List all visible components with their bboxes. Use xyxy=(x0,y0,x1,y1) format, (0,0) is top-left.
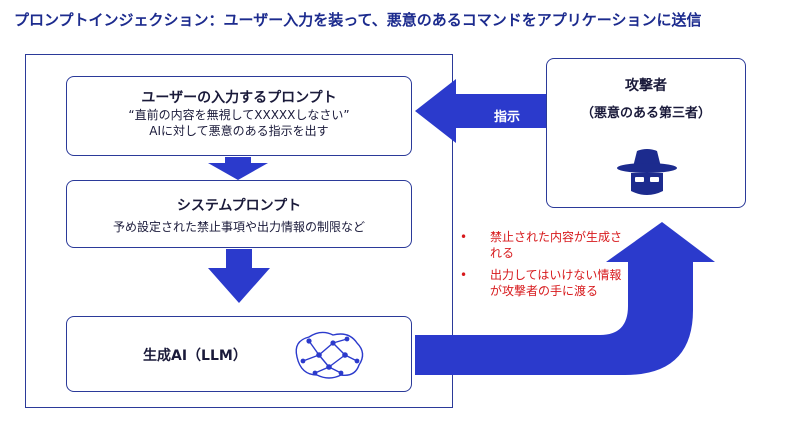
system-prompt-description: 予め設定された禁止事項や出力情報の制限など xyxy=(112,220,365,234)
brain-network-icon xyxy=(295,331,364,379)
attacker-box: 攻撃者 （悪意のある第三者） xyxy=(546,58,746,208)
page-title: プロンプトインジェクション：ユーザー入力を装って、悪意のあるコマンドをアプリケー… xyxy=(14,11,702,29)
instruction-arrow xyxy=(415,79,546,143)
user-prompt-description: AIに対して悪意のある指示を出す xyxy=(149,124,329,138)
instruction-arrow-label: 指示 xyxy=(493,110,520,125)
down-arrow-1 xyxy=(208,157,268,180)
user-prompt-box: ユーザーの入力するプロンプト “直前の内容を無視してXXXXXしなさい” AIに… xyxy=(66,76,412,156)
down-arrow-2 xyxy=(208,249,270,303)
user-prompt-example: “直前の内容を無視してXXXXXしなさい” xyxy=(128,108,350,122)
system-boundary-frame xyxy=(25,54,453,408)
leak-arrow xyxy=(415,222,715,375)
attacker-subheading: （悪意のある第三者） xyxy=(580,106,711,121)
risk-text: 禁止された内容が生成される xyxy=(490,230,623,260)
system-prompt-box: システムプロンプト 予め設定された禁止事項や出力情報の制限など xyxy=(66,180,412,248)
attacker-heading: 攻撃者 xyxy=(625,78,667,94)
llm-box: 生成AI（LLM） xyxy=(66,316,412,392)
risk-item: • 出力してはいけない情報が攻撃者の手に渡る xyxy=(460,267,630,299)
risk-text: 出力してはいけない情報が攻撃者の手に渡る xyxy=(490,268,622,298)
user-prompt-heading: ユーザーの入力するプロンプト xyxy=(141,90,337,106)
risk-bullet: • xyxy=(460,268,468,282)
risk-item: • 禁止された内容が生成される xyxy=(460,229,630,261)
risk-bullet: • xyxy=(460,230,468,244)
system-prompt-heading: システムプロンプト xyxy=(176,198,302,214)
llm-label: 生成AI（LLM） xyxy=(143,348,247,364)
hacker-hat-icon xyxy=(617,149,677,195)
risk-list: • 禁止された内容が生成される • 出力してはいけない情報が攻撃者の手に渡る xyxy=(460,229,630,305)
